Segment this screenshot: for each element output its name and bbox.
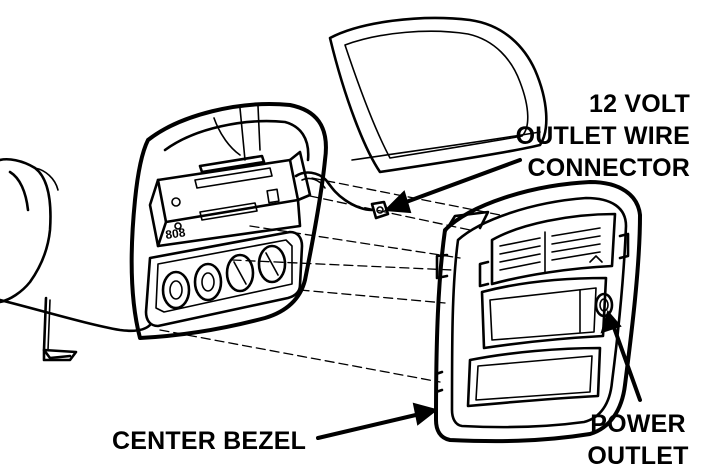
hvac-knob (225, 253, 255, 293)
power-outlet-socket (594, 292, 614, 318)
dashboard-panel (0, 157, 152, 362)
center-bezel (434, 180, 642, 444)
radio-opening (480, 276, 608, 350)
connector-label-line-1: 12 VOLT (589, 90, 690, 118)
wire-connector-plug (370, 200, 390, 220)
power-outlet-callout: POWER OUTLET (587, 410, 688, 470)
outlet-label-line-2: OUTLET (587, 442, 688, 470)
center-bezel-label: CENTER BEZEL (112, 427, 306, 455)
alignment-lines (159, 177, 501, 383)
dash-center-stack (129, 102, 328, 340)
hvac-knob (193, 262, 223, 302)
vent-grille (478, 212, 630, 288)
windshield-frame (328, 16, 548, 174)
outlet-wire (294, 171, 390, 220)
hvac-knob (161, 270, 191, 310)
lower-opening (466, 346, 602, 408)
connector-label-line-2: OUTLET WIRE (516, 122, 690, 150)
radio-display-text: 808 (164, 225, 186, 242)
callout-arrows (316, 158, 642, 440)
connector-callout: 12 VOLT OUTLET WIRE CONNECTOR (516, 90, 690, 182)
hvac-knob (257, 244, 287, 284)
connector-label-line-3: CONNECTOR (528, 154, 690, 182)
outlet-label-line-1: POWER (590, 410, 685, 438)
